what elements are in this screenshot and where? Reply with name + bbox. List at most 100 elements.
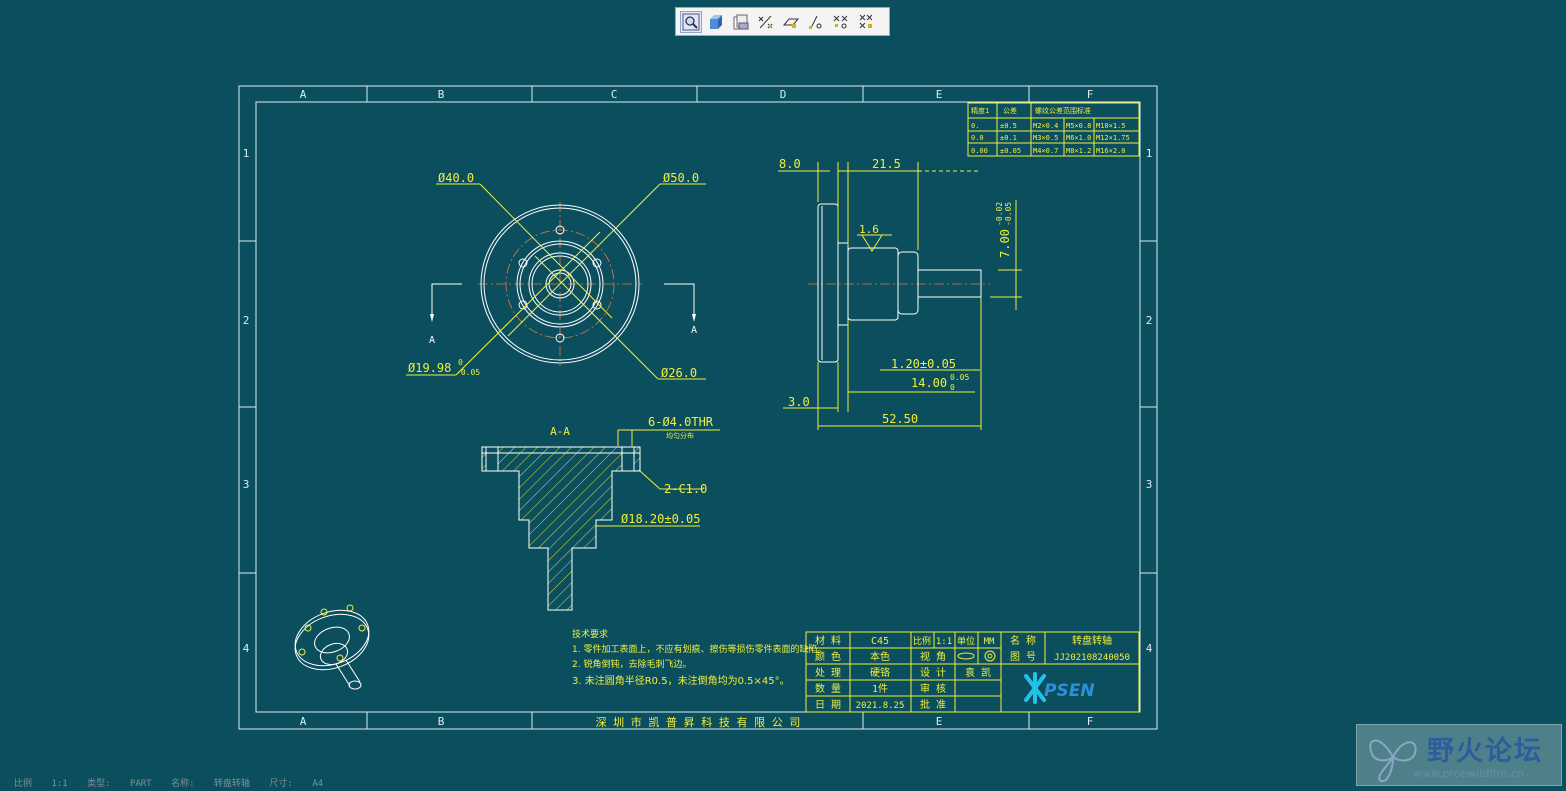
tb-color: 本色 xyxy=(870,650,890,663)
technical-notes: 技术要求 1. 零件加工表面上，不应有划痕、擦伤等损伤零件表面的缺陷。 2. 锐… xyxy=(572,628,826,687)
zone-col-e-bottom: E xyxy=(936,715,943,728)
dim-14: 14.00 xyxy=(911,376,947,390)
tb-unit: MM xyxy=(984,637,995,647)
shaded-view-button[interactable] xyxy=(705,11,727,33)
forum-watermark: 野火论坛 www.proewildfire.cn xyxy=(1356,724,1562,786)
zone-row-3-left: 3 xyxy=(243,478,250,491)
tech-note-1: 1. 零件加工表面上，不应有划痕、擦伤等损伤零件表面的缺陷。 xyxy=(572,643,826,655)
zone-col-d-top: D xyxy=(780,88,787,101)
status-name-label: 名称: xyxy=(171,779,195,789)
tb-designer: 袁 凯 xyxy=(965,666,991,679)
tol-cell: 0. xyxy=(971,122,979,130)
tol-cell: 0.00 xyxy=(971,147,988,155)
tech-note-2: 2. 锐角倒钝，去除毛刺飞边。 xyxy=(572,658,691,670)
zone-row-2-left: 2 xyxy=(243,314,250,327)
status-type: PART xyxy=(129,779,152,789)
watermark-text: 野火论坛 xyxy=(1427,736,1543,767)
tech-notes-title: 技术要求 xyxy=(572,628,608,640)
tb-name: 转盘转轴 xyxy=(1072,634,1112,647)
dim-chamfer: 2-C1.0 xyxy=(664,482,707,496)
datum-axes-button[interactable] xyxy=(755,11,777,33)
status-name: 转盘转轴 xyxy=(213,779,250,789)
annotation-icon xyxy=(859,14,873,28)
tol-cell: M10×1.5 xyxy=(1096,122,1126,130)
zone-col-b-top: B xyxy=(438,88,445,101)
tol-cell: M3×0.5 xyxy=(1033,134,1058,142)
tb-scale: 1:1 xyxy=(936,637,952,647)
point-icon xyxy=(809,15,822,29)
zoom-fit-button[interactable] xyxy=(680,10,702,33)
roughness-symbol: 1.6 xyxy=(859,223,879,236)
side-view[interactable]: 8.0 21.5 1.6 1.20±0.05 14.00 3.0 52.50 0… xyxy=(778,157,1022,430)
view-toolbar xyxy=(675,7,890,36)
tb-qty: 1件 xyxy=(872,683,888,695)
tol-cell: 0.0 xyxy=(971,134,984,142)
tol-header-tolerance: 公差 xyxy=(1003,106,1017,115)
company-logo: PSEN xyxy=(1024,672,1095,704)
dim-8: 8.0 xyxy=(779,157,801,171)
zone-col-e-top: E xyxy=(936,88,943,101)
front-view[interactable]: A A Ø40.0 Ø50.0 Ø19.98 Ø26.0 0 -0.05 xyxy=(406,171,706,380)
tb-process: 硬铬 xyxy=(870,666,890,679)
dim-52-5: 52.50 xyxy=(882,412,918,426)
cube-icon xyxy=(710,14,722,29)
dim-diameter-40: Ø40.0 xyxy=(438,171,474,185)
tb-date-label: 日 期 xyxy=(815,699,841,711)
tol-cell: M2×0.4 xyxy=(1033,122,1058,130)
coordinate-icon xyxy=(833,15,848,28)
dim-14-tol-lower: 0 xyxy=(950,383,955,392)
datum-points-button[interactable] xyxy=(805,11,827,33)
tol-header-thread: 螺纹公差范围标准 xyxy=(1035,106,1091,115)
zone-row-4-right: 4 xyxy=(1146,642,1153,655)
pages-icon xyxy=(733,14,749,29)
dim-3: 3.0 xyxy=(788,395,810,409)
dim-1-20: 1.20±0.05 xyxy=(891,357,956,371)
tb-material-label: 材 料 xyxy=(815,634,841,647)
title-block: 材 料 C45 比例 1:1 单位 MM 名 称 转盘转轴 颜 色 本色 视 角… xyxy=(805,631,1140,713)
tb-drawing-no: JJ202108240050 xyxy=(1054,653,1130,663)
zone-labels: A B C D E F A B E F 1 2 3 4 1 2 3 4 xyxy=(243,88,1153,728)
section-mark-right: A xyxy=(691,325,697,336)
status-size-label: 尺寸: xyxy=(269,779,293,789)
zone-col-a-bottom: A xyxy=(300,715,307,728)
status-bar: 比例 1:1 类型: PART 名称: 转盘转轴 尺寸: A4 xyxy=(14,776,337,789)
datum-planes-button[interactable] xyxy=(780,11,802,33)
magnifier-icon xyxy=(682,13,700,30)
saved-views-button[interactable] xyxy=(730,11,752,33)
butterfly-logo-icon xyxy=(1369,739,1417,783)
tol-cell: ±0.5 xyxy=(1000,122,1017,130)
section-view-aa[interactable]: A-A 6-Ø4.0THR 均匀分布 2-C1.0 Ø18.20±0.05 xyxy=(481,415,720,611)
tol-header-precision: 精度1 xyxy=(971,106,989,115)
dim-diameter-50: Ø50.0 xyxy=(663,171,699,185)
status-scale: 1:1 xyxy=(51,779,68,789)
dim-7-tol-lower: -0.05 xyxy=(1004,202,1013,226)
dim-diameter-26: Ø26.0 xyxy=(661,366,697,380)
tech-note-3: 3. 未注圆角半径R0.5，未注倒角均为0.5×45°。 xyxy=(572,674,790,687)
tb-view-label: 视 角 xyxy=(920,650,946,663)
dim-7: 7.00 xyxy=(998,229,1012,258)
annotations-button[interactable] xyxy=(855,11,877,33)
status-scale-label: 比例 xyxy=(14,779,33,789)
axes-icon xyxy=(758,15,773,28)
tb-unit-label: 单位 xyxy=(957,635,975,647)
zone-col-f-bottom: F xyxy=(1087,715,1094,728)
zone-col-c-top: C xyxy=(611,88,618,101)
tb-color-label: 颜 色 xyxy=(815,650,841,663)
section-title: A-A xyxy=(550,425,570,438)
dim-21-5: 21.5 xyxy=(872,157,901,171)
tolerance-table: 精度1 公差 螺纹公差范围标准 0. ±0.5 M2×0.4 M5×0.8 M1… xyxy=(967,102,1140,157)
tol-cell: M4×0.7 xyxy=(1033,147,1058,155)
tb-review-label: 审 核 xyxy=(920,682,946,695)
isometric-view[interactable] xyxy=(287,601,376,690)
sheet-frame xyxy=(238,85,1158,730)
zone-row-4-left: 4 xyxy=(243,642,250,655)
plane-icon xyxy=(782,18,800,28)
dim-7-tol-upper: -0.02 xyxy=(995,202,1004,226)
coord-sys-button[interactable] xyxy=(830,11,852,33)
tol-cell: M6×1.0 xyxy=(1066,134,1091,142)
tol-cell: M8×1.2 xyxy=(1066,147,1091,155)
watermark-url: www.proewildfire.cn xyxy=(1413,767,1524,780)
tb-material: C45 xyxy=(871,636,889,647)
zone-row-1-right: 1 xyxy=(1146,147,1153,160)
